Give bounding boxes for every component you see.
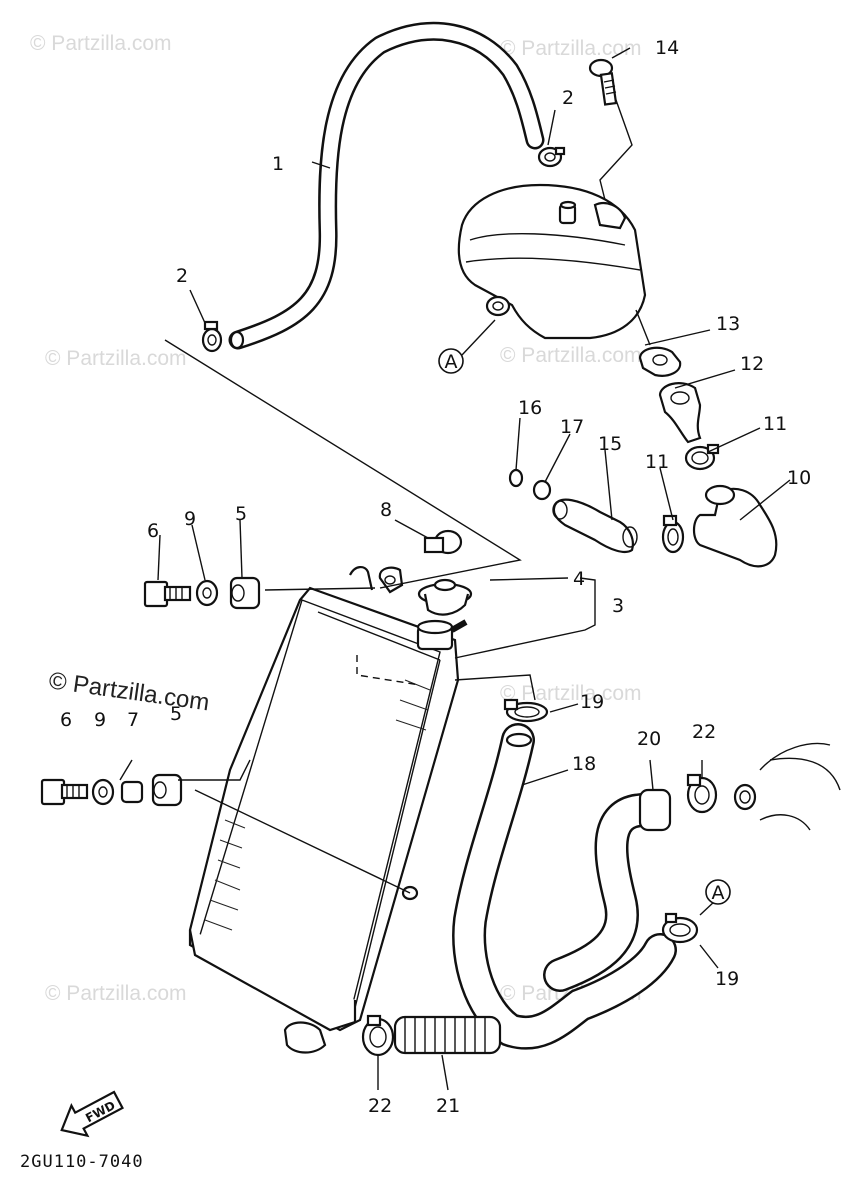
bolt-14 — [588, 58, 633, 201]
callout-1: 1 — [272, 153, 284, 175]
callout-9: 9 — [94, 709, 106, 731]
reference-marker-a-upper: A — [438, 348, 464, 374]
o-ring-16 — [508, 468, 524, 488]
hose-clamp-lower — [201, 320, 223, 353]
reference-marker-a-lower: A — [705, 879, 731, 905]
reference-marker-label: A — [712, 882, 725, 904]
callout-19: 19 — [580, 691, 604, 713]
engine-fitting — [733, 742, 841, 831]
callout-18: 18 — [572, 753, 596, 775]
callout-22: 22 — [692, 721, 716, 743]
fastener-set-lower — [40, 773, 183, 807]
hose-21 — [393, 1015, 502, 1055]
watermark: © Partzilla.com — [500, 37, 642, 60]
hose-clamp-upper — [537, 146, 566, 168]
callout-21: 21 — [436, 1095, 460, 1117]
fastener-set-upper — [143, 576, 261, 610]
watermark: © Partzilla.com — [30, 32, 172, 55]
callout-10: 10 — [787, 467, 811, 489]
forward-arrow: FWD — [60, 1090, 124, 1138]
callout-20: 20 — [637, 728, 661, 750]
callout-5: 5 — [235, 503, 247, 525]
pipe-15 — [552, 498, 638, 554]
gasket-13 — [638, 346, 682, 377]
hose-18 — [452, 723, 677, 1050]
callout-3: 3 — [612, 595, 624, 617]
callout-9: 9 — [184, 508, 196, 530]
hose-clamp-22-lower — [361, 1014, 395, 1057]
hose-clamp-19-upper — [503, 698, 549, 723]
callout-8: 8 — [380, 499, 392, 521]
callout-16: 16 — [518, 397, 542, 419]
callout-11: 11 — [763, 413, 787, 435]
reference-marker-label: A — [445, 351, 458, 373]
radiator-cap — [417, 578, 473, 616]
hose-20 — [543, 788, 672, 992]
callout-7: 7 — [127, 709, 139, 731]
pipe-12 — [658, 382, 702, 444]
callout-17: 17 — [560, 416, 584, 438]
callout-6: 6 — [147, 520, 159, 542]
callout-22: 22 — [368, 1095, 392, 1117]
diagram-code: 2GU110-7040 — [20, 1152, 144, 1172]
hose-clamp-11-upper — [684, 443, 720, 471]
callout-2: 2 — [176, 265, 188, 287]
callout-labels: 1 2 2 3 4 5 5 6 6 7 8 9 9 10 11 11 12 13… — [60, 37, 811, 1117]
callout-11: 11 — [645, 451, 669, 473]
callout-14: 14 — [655, 37, 679, 59]
watermark: © Partzilla.com — [500, 682, 642, 705]
callout-12: 12 — [740, 353, 764, 375]
hose-clamp-11-lower — [661, 514, 685, 554]
callout-5: 5 — [170, 703, 182, 725]
hose-clamp-19-lower — [661, 912, 699, 944]
watermark: © Partzilla.com — [500, 344, 642, 367]
hose-clamp-22-upper — [686, 773, 718, 814]
o-ring-17 — [532, 479, 552, 501]
callout-4: 4 — [573, 568, 585, 590]
callout-13: 13 — [716, 313, 740, 335]
radiator — [188, 566, 468, 1054]
callout-2: 2 — [562, 87, 574, 109]
hose-10 — [692, 484, 778, 568]
watermark: © Partzilla.com — [45, 982, 187, 1005]
bolt-8 — [423, 529, 463, 555]
callout-19: 19 — [715, 968, 739, 990]
callout-6: 6 — [60, 709, 72, 731]
watermark: © Partzilla.com — [45, 347, 187, 370]
overflow-hose — [228, 21, 545, 350]
callout-15: 15 — [598, 433, 622, 455]
reservoir-tank — [457, 183, 647, 340]
